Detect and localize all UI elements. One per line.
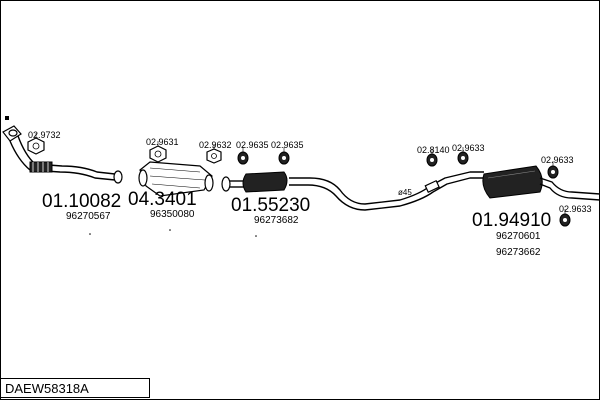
oe-ref-front-pipe: 96270567 (66, 211, 111, 222)
hanger-02-9633-c (559, 209, 571, 227)
hardware-label-02-8140: 02.8140 (417, 145, 450, 155)
catalytic-converter (138, 161, 214, 197)
gasket-02-9732 (27, 133, 45, 155)
hanger-02-9633-a (457, 147, 469, 165)
hanger-02-9635-a (237, 147, 249, 165)
hardware-label-02-9635-b: 02.9635 (271, 140, 304, 150)
gasket-02-9632 (206, 144, 222, 164)
part-number-front-pipe: 01.10082 (42, 191, 121, 212)
part-number-rear: 01.94910 (472, 210, 551, 231)
centre-silencer (242, 171, 288, 193)
flex-joint (29, 161, 53, 173)
oe-ref-centre: 96273682 (254, 215, 299, 226)
hardware-label-02-9631: 02.9631 (146, 137, 179, 147)
hardware-label-02-9633-a: 02.9633 (452, 143, 485, 153)
hardware-label-02-9633-c: 02.9633 (559, 204, 592, 214)
oe-ref-catalyst: 96350080 (150, 209, 195, 220)
part-number-catalyst: 04.3401 (128, 189, 197, 210)
hardware-label-02-9732: 02.9732 (28, 130, 61, 140)
hanger-02-9635-b (278, 147, 290, 165)
oe-ref-rear-2: 96273662 (496, 247, 541, 258)
oe-ref-rear-1: 96270601 (496, 231, 541, 242)
hardware-label-02-9633-b: 02.9633 (541, 155, 574, 165)
hardware-label-02-9635-a: 02.9635 (236, 140, 269, 150)
part-number-centre: 01.55230 (231, 195, 310, 216)
marker-square (5, 116, 9, 120)
gasket-02-9631 (149, 141, 167, 163)
hanger-02-9633-b (547, 161, 559, 179)
rear-silencer (482, 165, 600, 201)
pipe-diameter-label: ø45 (398, 188, 412, 197)
centre-pipe (221, 171, 484, 211)
clamp-02-8140 (424, 149, 440, 193)
hardware-label-02-9632: 02.9632 (199, 140, 232, 150)
diagram-code: DAEW58318A (5, 381, 89, 396)
diagram-code-box: DAEW58318A (0, 378, 150, 398)
front-pipe (2, 125, 123, 184)
